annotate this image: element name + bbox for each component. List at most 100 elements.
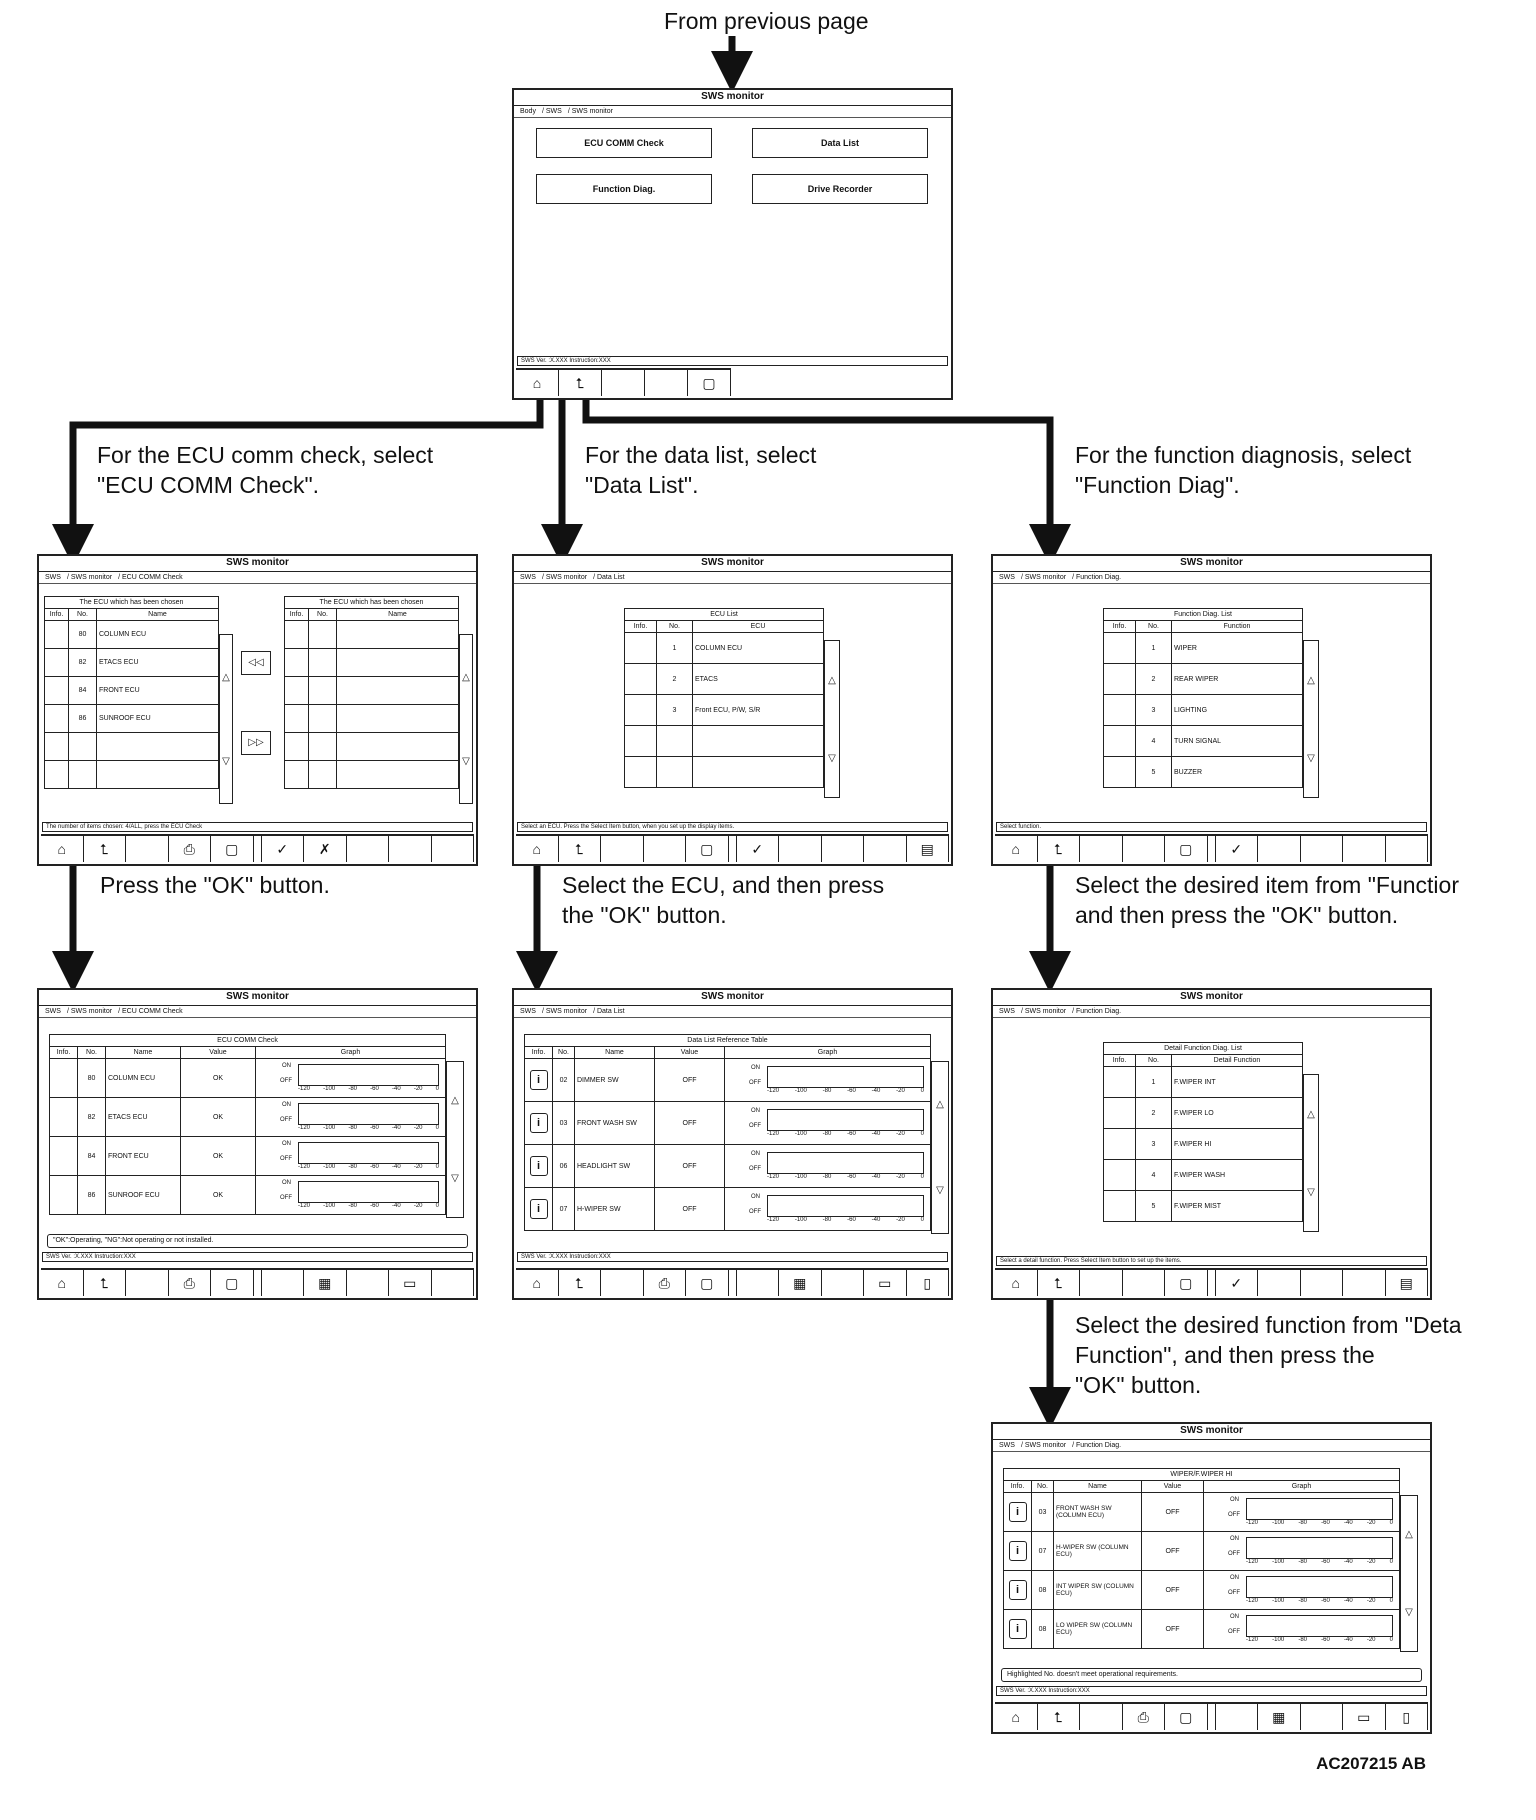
down-triangle-icon[interactable]: ▽ [936, 1184, 944, 1196]
table-row[interactable] [44, 732, 219, 761]
data-list-button[interactable]: Data List [752, 128, 928, 158]
crumb-sws[interactable]: SWS [999, 574, 1015, 581]
scrollbar[interactable]: △▽ [931, 1061, 949, 1234]
home-icon[interactable]: ⌂ [516, 1270, 559, 1296]
crumb-sws[interactable]: SWS [45, 1008, 61, 1015]
home-icon[interactable]: ⌂ [41, 836, 84, 862]
crumb-sws-monitor[interactable]: SWS monitor [545, 1008, 588, 1015]
move-left-button[interactable]: ◁◁ [241, 651, 271, 675]
scrollbar[interactable]: △▽ [1400, 1495, 1418, 1652]
home-icon[interactable]: ⌂ [516, 370, 559, 396]
scrollbar[interactable]: △▽ [824, 640, 840, 798]
home-icon[interactable]: ⌂ [995, 1270, 1038, 1296]
up-triangle-icon[interactable]: △ [828, 674, 836, 686]
list-icon[interactable]: ▤ [907, 836, 949, 862]
crumb-sws-monitor[interactable]: SWS monitor [1024, 1442, 1067, 1449]
scrollbar[interactable]: △▽ [446, 1061, 464, 1218]
info-icon[interactable]: i [1008, 1619, 1027, 1639]
back-icon[interactable]: ⮤ [84, 1270, 126, 1296]
copy-icon[interactable]: ▢ [688, 370, 731, 396]
crumb-sws-monitor[interactable]: SWS monitor [545, 574, 588, 581]
scrollbar[interactable]: △▽ [219, 634, 233, 804]
check-icon[interactable]: ✓ [1216, 1270, 1258, 1296]
back-icon[interactable]: ⮤ [559, 836, 601, 862]
copy-icon[interactable]: ▢ [1165, 1704, 1208, 1730]
up-triangle-icon[interactable]: △ [1405, 1529, 1413, 1541]
display-icon[interactable]: ▭ [1343, 1704, 1386, 1730]
scrollbar[interactable]: △▽ [459, 634, 473, 804]
crumb-sws[interactable]: SWS [520, 574, 536, 581]
move-right-button[interactable]: ▷▷ [241, 731, 271, 755]
crumb-sws[interactable]: SWS [545, 108, 562, 115]
print-icon[interactable]: ⎙ [1123, 1704, 1165, 1730]
back-icon[interactable]: ⮤ [84, 836, 126, 862]
crumb-sws[interactable]: SWS [45, 574, 61, 581]
down-triangle-icon[interactable]: ▽ [828, 752, 836, 764]
drive-recorder-button[interactable]: Drive Recorder [752, 174, 928, 204]
down-triangle-icon[interactable]: ▽ [1307, 1186, 1315, 1198]
table-row[interactable] [284, 732, 459, 761]
info-icon[interactable]: i [529, 1156, 548, 1176]
check-icon[interactable]: ✓ [737, 836, 779, 862]
back-icon[interactable]: ⮤ [559, 1270, 601, 1296]
back-icon[interactable]: ⮤ [1038, 1270, 1080, 1296]
info-icon[interactable]: i [1008, 1580, 1027, 1600]
crumb-sws[interactable]: SWS [520, 1008, 536, 1015]
copy-icon[interactable]: ▢ [211, 1270, 254, 1296]
copy-icon[interactable]: ▢ [211, 836, 254, 862]
copy-icon[interactable]: ▢ [686, 836, 729, 862]
home-icon[interactable]: ⌂ [41, 1270, 84, 1296]
list-icon[interactable]: ▦ [304, 1270, 347, 1296]
back-icon[interactable]: ⮤ [1038, 1704, 1080, 1730]
up-triangle-icon[interactable]: △ [1307, 1108, 1315, 1120]
crumb-sws-monitor[interactable]: SWS monitor [70, 574, 113, 581]
function-diag-button[interactable]: Function Diag. [536, 174, 712, 204]
info-icon[interactable]: i [529, 1113, 548, 1133]
print-icon[interactable]: ⎙ [169, 836, 211, 862]
copy-icon[interactable]: ▢ [1165, 836, 1208, 862]
ecu-comm-check-button[interactable]: ECU COMM Check [536, 128, 712, 158]
table-row[interactable] [284, 760, 459, 789]
print-icon[interactable]: ⎙ [169, 1270, 211, 1296]
up-triangle-icon[interactable]: △ [1307, 674, 1315, 686]
info-icon[interactable]: i [529, 1070, 548, 1090]
table-row[interactable] [624, 725, 824, 757]
copy-icon[interactable]: ▢ [686, 1270, 729, 1296]
up-triangle-icon[interactable]: △ [451, 1095, 459, 1107]
table-row[interactable] [284, 648, 459, 677]
down-triangle-icon[interactable]: ▽ [1307, 752, 1315, 764]
table-row[interactable] [624, 756, 824, 788]
list-icon[interactable]: ▦ [1258, 1704, 1301, 1730]
display-icon[interactable]: ▭ [389, 1270, 432, 1296]
table-row[interactable] [44, 760, 219, 789]
crumb-sws-monitor[interactable]: SWS monitor [1024, 574, 1067, 581]
down-triangle-icon[interactable]: ▽ [1405, 1606, 1413, 1618]
crumb-sws-monitor[interactable]: SWS monitor [1024, 1008, 1067, 1015]
pane-icon[interactable]: ▯ [1386, 1704, 1428, 1730]
